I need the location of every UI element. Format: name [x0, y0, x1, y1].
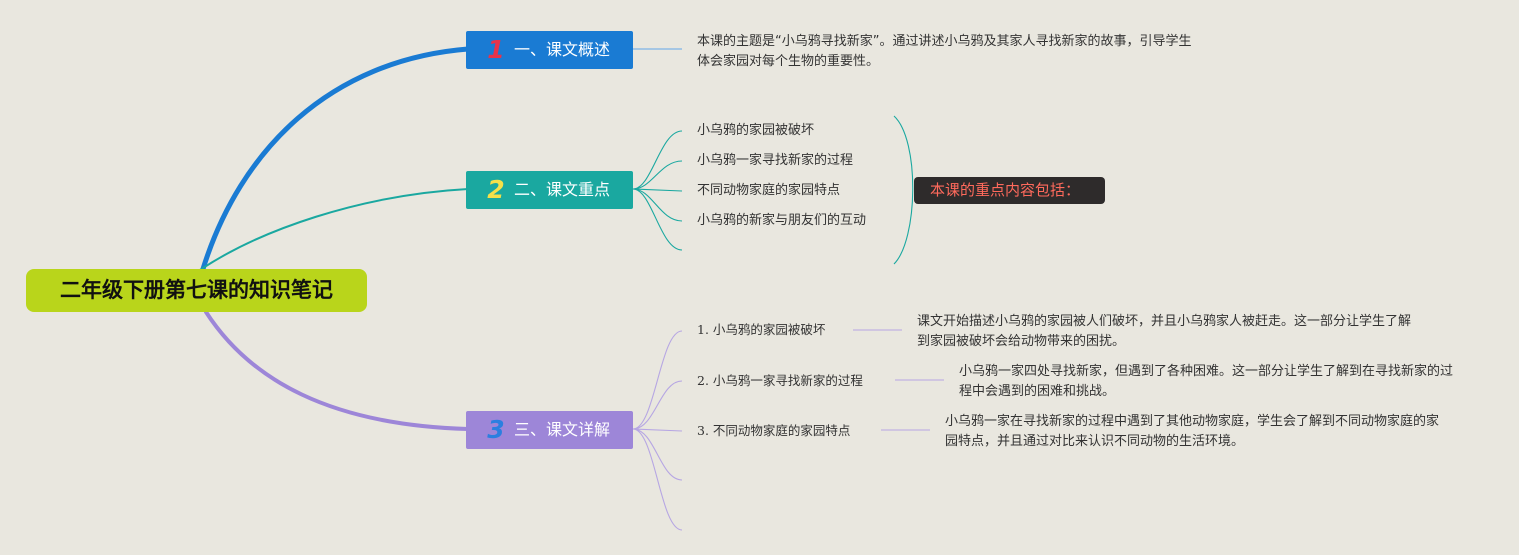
detail-item-title-3[interactable]: 3. 不同动物家庭的家园特点	[697, 423, 851, 438]
branch2-link-5	[632, 188, 683, 251]
branch-number-2: 2	[487, 175, 505, 204]
branch-number-1: 1	[487, 35, 505, 64]
summary-brace	[893, 115, 914, 265]
key-point-item-1[interactable]: 小乌鸦的家园被破坏	[697, 123, 815, 138]
branch3-link-3	[632, 428, 683, 432]
branch-label-1: 一、课文概述	[514, 40, 611, 59]
key-point-item-2[interactable]: 小乌鸦一家寻找新家的过程	[697, 153, 854, 168]
branch2-link-3	[632, 188, 683, 192]
branch2-link-2	[632, 160, 683, 190]
branch-label-2: 二、课文重点	[514, 180, 611, 199]
detail-item-text-1[interactable]: 课文开始描述小乌鸦的家园被人们破坏，并且小乌鸦家人被赶走。这一部分让学生了解到家…	[917, 314, 1412, 349]
branch-node-3[interactable]: 3 三、课文详解	[466, 411, 633, 449]
root-label: 二年级下册第七课的知识笔记	[60, 278, 333, 302]
key-points-summary-label[interactable]: 本课的重点内容包括：	[914, 177, 1105, 204]
detail-item-text-3[interactable]: 小乌鸦一家在寻找新家的过程中遇到了其他动物家庭，学生会了解到不同动物家庭的家园特…	[945, 414, 1440, 449]
branch-node-1[interactable]: 1 一、课文概述	[466, 31, 633, 69]
key-point-item-4[interactable]: 小乌鸦的新家与朋友们的互动	[697, 213, 867, 228]
root-link-1	[200, 46, 471, 272]
root-link-3	[204, 310, 470, 431]
branch3-link-2	[632, 380, 683, 430]
root-link-2	[199, 188, 469, 271]
branch3-link-5	[632, 428, 683, 531]
branch2-link-1	[632, 130, 683, 190]
detail-item-title-1[interactable]: 1. 小乌鸦的家园被破坏	[697, 322, 826, 337]
branch1-note[interactable]: 本课的主题是“小乌鸦寻找新家”。通过讲述小乌鸦及其家人寻找新家的故事，引导学生体…	[697, 34, 1192, 69]
branch3-link-1	[632, 330, 683, 430]
detail-item-title-2[interactable]: 2. 小乌鸦一家寻找新家的过程	[697, 373, 863, 388]
detail-item-text-2[interactable]: 小乌鸦一家四处寻找新家，但遇到了各种困难。这一部分让学生了解到在寻找新家的过程中…	[959, 364, 1454, 399]
branch2-link-4	[632, 188, 683, 222]
branch-node-2[interactable]: 2 二、课文重点	[466, 171, 633, 209]
branch3-link-4	[632, 428, 683, 481]
branch-label-3: 三、课文详解	[514, 420, 611, 439]
branch-number-3: 3	[487, 415, 505, 444]
root-node[interactable]: 二年级下册第七课的知识笔记	[26, 269, 367, 312]
key-point-item-3[interactable]: 不同动物家庭的家园特点	[697, 183, 841, 198]
